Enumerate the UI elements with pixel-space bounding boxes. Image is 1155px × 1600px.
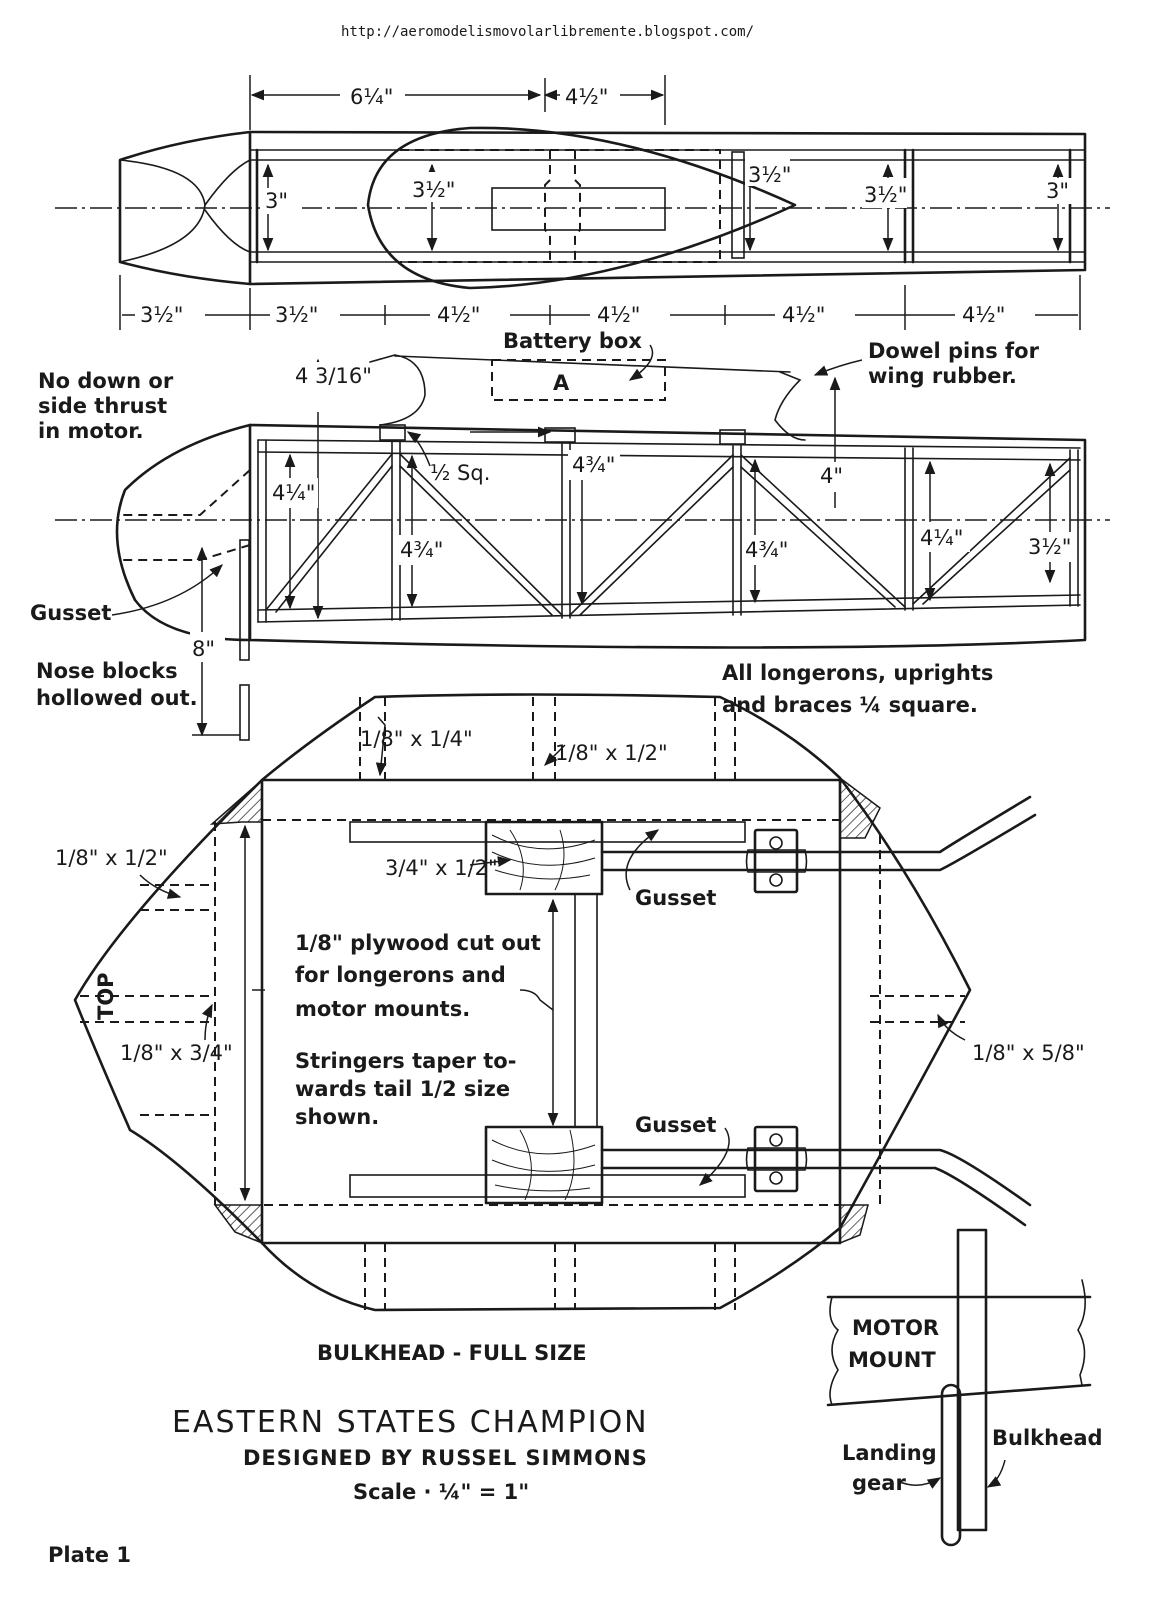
plan-title: EASTERN STATES CHAMPION [172, 1405, 649, 1440]
side-height-4: 4¾" [745, 538, 788, 562]
bulkhead-note-1: 1/8" plywood cut out [295, 931, 541, 955]
bulkhead-full-size: TOP 1/8" x 1/4" 1/8" x 1/2" 1/8" x 1/2" … [55, 693, 1085, 1365]
bulkhead-note-2: for longerons and [295, 963, 506, 987]
landing-gear-2: gear [852, 1471, 906, 1495]
side-height-7: 3½" [1028, 535, 1071, 559]
bulkhead-note-6: shown. [295, 1105, 379, 1129]
dim-bot-1: 3½" [140, 303, 183, 327]
source-url: http://aeromodelismovolarlibremente.blog… [341, 24, 754, 40]
side-height-6: 4¼" [920, 526, 963, 550]
dowel-note-1: Dowel pins for [868, 339, 1040, 363]
landing-gear-detail: MOTOR MOUNT Landing gear Bulkhead [826, 1228, 1103, 1547]
top-height-3: 3½" [748, 163, 791, 187]
bulkhead-top-label: TOP [94, 972, 118, 1020]
dim-top-2: 4½" [565, 85, 608, 109]
thrust-note-2: side thrust [38, 394, 167, 418]
top-height-1: 3" [265, 189, 288, 213]
nose-note-2: hollowed out. [36, 686, 198, 710]
top-height-2: 3½" [412, 178, 455, 202]
side-height-1: 4¼" [272, 481, 315, 505]
designer-line: DESIGNED BY RUSSEL SIMMONS [243, 1446, 648, 1470]
dowel-note-2: wing rubber. [868, 364, 1017, 388]
gusset-label-1: Gusset [635, 886, 716, 910]
dim-pin-height: 4 3/16" [295, 364, 372, 388]
dim-bot-5: 4½" [782, 303, 825, 327]
longeron-note-1: All longerons, uprights [722, 661, 993, 685]
bulkhead-note-5: wards tail 1/2 size [295, 1077, 510, 1101]
top-height-5: 3" [1046, 179, 1069, 203]
gear-dim: 8" [192, 637, 215, 661]
thrust-note-1: No down or [38, 369, 174, 393]
dim-bot-2: 3½" [275, 303, 318, 327]
scale-line: Scale · ¼" = 1" [353, 1480, 529, 1504]
side-height-5: 4" [820, 464, 843, 488]
bulkhead-dim-5: 1/8" x 3/4" [120, 1041, 233, 1065]
bulkhead-dim-4: 3/4" x 1/2" [385, 856, 498, 880]
dim-sq: ½ Sq. [430, 461, 490, 485]
gusset-label-side: Gusset [30, 601, 111, 625]
bulkhead-dim-1: 1/8" x 1/4" [360, 727, 473, 751]
gusset-label-2: Gusset [635, 1113, 716, 1137]
bulkhead-caption: BULKHEAD - FULL SIZE [317, 1341, 587, 1365]
dim-bot-4: 4½" [597, 303, 640, 327]
motor-mount-2: MOUNT [848, 1348, 936, 1372]
top-height-4: 3½" [864, 183, 907, 207]
motor-mount-1: MOTOR [852, 1316, 939, 1340]
bulkhead-note-4: Stringers taper to- [295, 1049, 516, 1073]
thrust-note-3: in motor. [38, 419, 144, 443]
dim-top-1: 6¼" [350, 85, 393, 109]
longeron-note-2: and braces ¼ square. [722, 693, 978, 717]
bulkhead-dim-6: 1/8" x 5/8" [972, 1041, 1085, 1065]
dim-bot-6: 4½" [962, 303, 1005, 327]
bulkhead-detail-label: Bulkhead [992, 1426, 1103, 1450]
fuselage-top-view: 6¼" 4½" 3½" 3½" 4½" 4½" 4½" 4½" 3" [55, 75, 1110, 330]
dim-bot-3: 4½" [437, 303, 480, 327]
bulkhead-dim-2: 1/8" x 1/2" [555, 741, 668, 765]
fuselage-side-view: A Battery box Dowel pins for wing rubber… [30, 329, 1110, 741]
title-block: EASTERN STATES CHAMPION DESIGNED BY RUSS… [48, 1405, 649, 1567]
wood-grain [491, 829, 596, 1201]
bulkhead-note-3: motor mounts. [295, 997, 470, 1021]
plate-number: Plate 1 [48, 1543, 131, 1567]
battery-box-letter: A [553, 371, 570, 395]
nose-note-1: Nose blocks [36, 659, 178, 683]
landing-gear-1: Landing [842, 1441, 937, 1465]
bulkhead-dim-3: 1/8" x 1/2" [55, 846, 168, 870]
battery-box-label: Battery box [503, 329, 642, 353]
side-height-2: 4¾" [400, 538, 443, 562]
side-height-3: 4¾" [572, 453, 615, 477]
